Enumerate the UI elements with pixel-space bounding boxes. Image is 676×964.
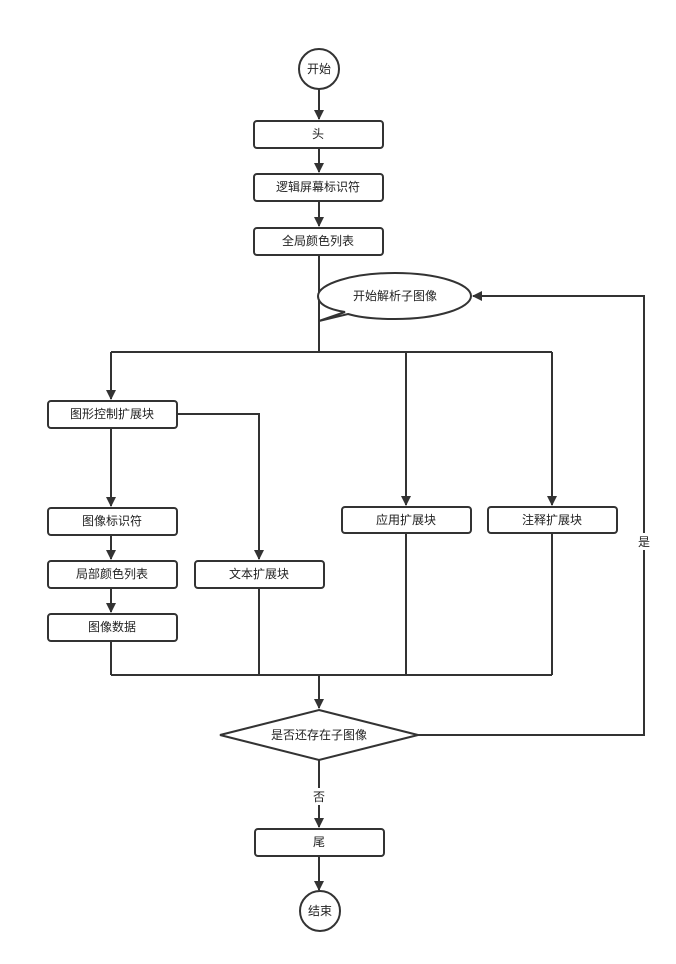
edge-gce-text bbox=[177, 413, 264, 560]
end-node: 结束 bbox=[299, 890, 341, 932]
comment-ext-label: 注释扩展块 bbox=[522, 512, 582, 527]
edges bbox=[106, 89, 645, 891]
start-circle bbox=[298, 48, 340, 90]
comment-ext-node: 注释扩展块 bbox=[487, 506, 618, 534]
gct-label: 全局颜色列表 bbox=[282, 233, 354, 248]
gce-box bbox=[47, 400, 178, 429]
parse-sub-bubble bbox=[316, 271, 473, 322]
image-desc-box bbox=[47, 507, 178, 536]
parse-sub-callout: 开始解析子图像 bbox=[316, 271, 473, 322]
head-node: 头 bbox=[253, 120, 384, 149]
tail-box bbox=[254, 828, 385, 857]
edge-yes-loop bbox=[418, 291, 645, 736]
decision-diamond bbox=[219, 708, 419, 762]
text-ext-label: 文本扩展块 bbox=[229, 566, 289, 581]
text-ext-node: 文本扩展块 bbox=[194, 560, 325, 589]
parse-sub-label: 开始解析子图像 bbox=[353, 289, 437, 303]
lsd-label: 逻辑屏幕标识符 bbox=[276, 179, 360, 194]
tail-node: 尾 bbox=[254, 828, 385, 857]
head-label: 头 bbox=[312, 127, 324, 141]
comment-ext-box bbox=[487, 506, 618, 534]
edge-label-yes: 是 bbox=[638, 535, 650, 549]
app-ext-label: 应用扩展块 bbox=[376, 512, 436, 527]
edge-label-no-group: 否 bbox=[311, 788, 327, 805]
app-ext-box bbox=[341, 506, 472, 534]
image-data-node: 图像数据 bbox=[47, 613, 178, 642]
text-ext-box bbox=[194, 560, 325, 589]
lsd-box bbox=[253, 173, 384, 202]
image-data-box bbox=[47, 613, 178, 642]
edge-label-no-bg bbox=[311, 788, 327, 805]
decision-node: 是否还存在子图像 bbox=[219, 708, 419, 762]
gct-node: 全局颜色列表 bbox=[253, 227, 384, 256]
edge-label-no: 否 bbox=[313, 790, 325, 804]
edge-label-yes-bg bbox=[636, 533, 652, 550]
lct-label: 局部颜色列表 bbox=[76, 566, 148, 581]
app-ext-node: 应用扩展块 bbox=[341, 506, 472, 534]
start-label: 开始 bbox=[307, 62, 331, 76]
head-box bbox=[253, 120, 384, 149]
gce-label: 图形控制扩展块 bbox=[70, 407, 154, 421]
lct-node: 局部颜色列表 bbox=[47, 560, 178, 589]
start-node: 开始 bbox=[298, 48, 340, 90]
end-label: 结束 bbox=[308, 904, 332, 918]
image-desc-label: 图像标识符 bbox=[82, 513, 142, 528]
edge-label-yes-group: 是 bbox=[636, 533, 652, 550]
lsd-node: 逻辑屏幕标识符 bbox=[253, 173, 384, 202]
image-desc-node: 图像标识符 bbox=[47, 507, 178, 536]
gce-node: 图形控制扩展块 bbox=[47, 400, 178, 429]
decision-label: 是否还存在子图像 bbox=[271, 728, 367, 742]
tail-label: 尾 bbox=[313, 835, 325, 849]
image-data-label: 图像数据 bbox=[88, 619, 136, 634]
lct-box bbox=[47, 560, 178, 589]
gct-box bbox=[253, 227, 384, 256]
end-circle bbox=[299, 890, 341, 932]
